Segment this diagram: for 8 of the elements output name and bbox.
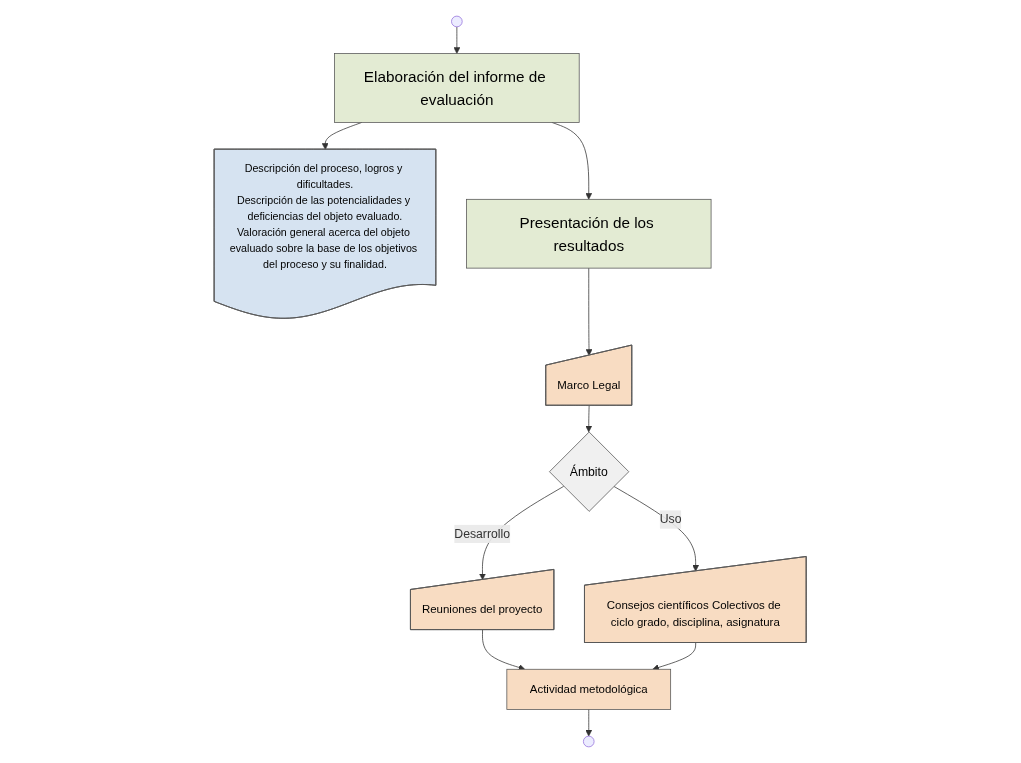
edge-label: Desarrollo <box>454 527 511 541</box>
node-box: Presentación de los resultados <box>466 198 712 269</box>
edge-label: Uso <box>660 512 682 526</box>
node-circle <box>451 15 463 28</box>
node-box: Elaboración del informe de evaluación <box>334 53 580 123</box>
node-circle <box>583 735 595 748</box>
node-box: Actividad metodológica <box>506 668 672 710</box>
node-diamond: Ámbito <box>549 431 630 512</box>
